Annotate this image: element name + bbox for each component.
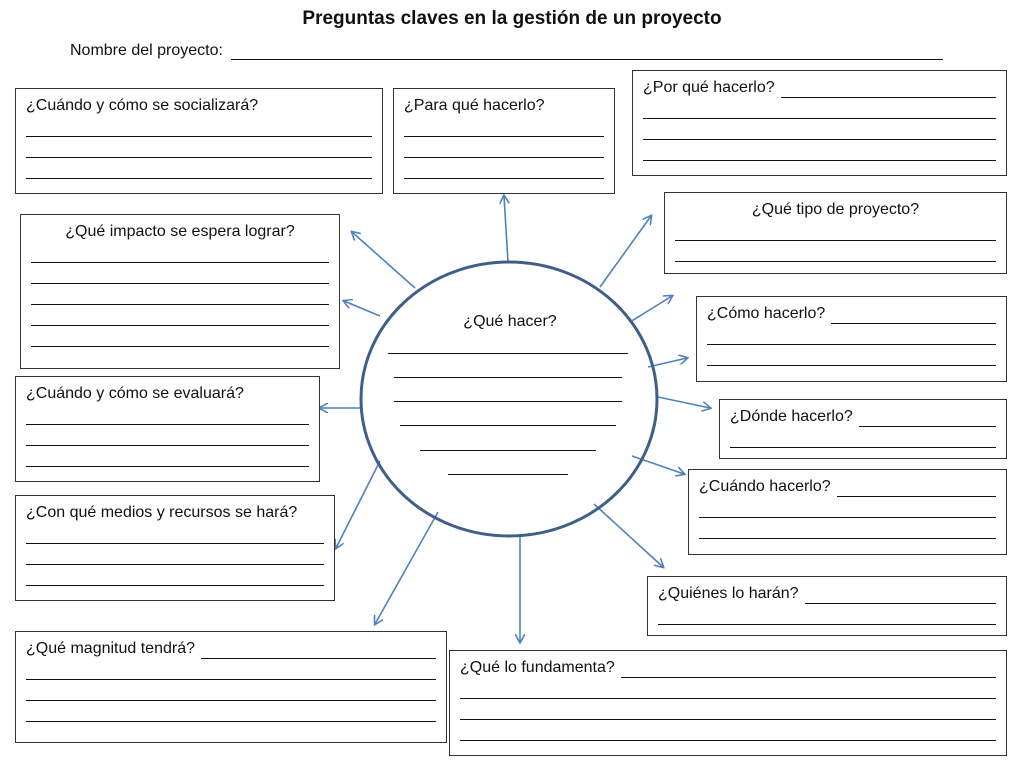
answer-line[interactable] xyxy=(26,116,372,137)
arrow-magnitud xyxy=(375,511,439,624)
page-title: Preguntas claves en la gestión de un pro… xyxy=(302,8,722,29)
answer-line[interactable] xyxy=(658,604,996,625)
center-answer-line[interactable] xyxy=(400,425,616,426)
arrow-para-que xyxy=(504,196,508,263)
arrow-cuando-hacer xyxy=(647,358,687,368)
arrow-impacto-upper xyxy=(352,232,416,289)
box-impacto: ¿Qué impacto se espera lograr? xyxy=(20,214,340,369)
question-por-que: ¿Por qué hacerlo? xyxy=(643,77,996,98)
answer-line-inline[interactable] xyxy=(620,663,996,678)
answer-line[interactable] xyxy=(26,446,309,467)
arrow-quienes xyxy=(593,503,663,567)
answer-line[interactable] xyxy=(31,305,329,326)
question-medios: ¿Con qué medios y recursos se hará? xyxy=(26,504,298,521)
question-como: ¿Cómo hacerlo? xyxy=(707,303,996,324)
project-name-label: Nombre del proyecto: xyxy=(70,42,223,59)
question-evaluara: ¿Cuándo y cómo se evaluará? xyxy=(26,385,244,402)
answer-line-inline[interactable] xyxy=(831,309,996,324)
box-magnitud: ¿Qué magnitud tendrá? xyxy=(15,631,447,743)
box-donde: ¿Dónde hacerlo? xyxy=(719,399,1007,459)
question-magnitud: ¿Qué magnitud tendrá? xyxy=(26,638,436,659)
answer-line-inline[interactable] xyxy=(780,83,996,98)
box-fundamenta: ¿Qué lo fundamenta? xyxy=(449,650,1007,756)
project-name-row: Nombre del proyecto: xyxy=(70,42,943,60)
answer-line[interactable] xyxy=(26,544,324,565)
question-cuando: ¿Cuándo hacerlo? xyxy=(699,476,996,497)
center-answer-line[interactable] xyxy=(448,474,568,475)
center-circle xyxy=(359,260,659,538)
box-para-que: ¿Para qué hacerlo? xyxy=(393,88,615,194)
answer-line[interactable] xyxy=(26,425,309,446)
center-answer-line[interactable] xyxy=(420,450,596,451)
answer-line[interactable] xyxy=(404,116,604,137)
arrow-tipo xyxy=(599,216,651,288)
answer-line[interactable] xyxy=(460,699,996,720)
project-name-field[interactable] xyxy=(230,45,943,60)
answer-line[interactable] xyxy=(31,242,329,263)
answer-line[interactable] xyxy=(26,523,324,544)
answer-line[interactable] xyxy=(675,220,996,241)
center-question: ¿Qué hacer? xyxy=(463,313,557,330)
answer-line[interactable] xyxy=(460,720,996,741)
center-answer-line[interactable] xyxy=(394,377,622,378)
answer-line[interactable] xyxy=(643,140,996,161)
answer-line[interactable] xyxy=(404,137,604,158)
arrow-donde xyxy=(657,396,710,408)
question-para-que: ¿Para qué hacerlo? xyxy=(404,97,545,114)
box-por-que: ¿Por qué hacerlo? xyxy=(632,70,1007,176)
answer-line[interactable] xyxy=(26,565,324,586)
center-answer-line[interactable] xyxy=(388,353,628,354)
answer-line[interactable] xyxy=(26,137,372,158)
answer-line[interactable] xyxy=(643,98,996,119)
answer-line-inline[interactable] xyxy=(201,644,436,659)
question-donde: ¿Dónde hacerlo? xyxy=(730,406,996,427)
answer-line[interactable] xyxy=(460,678,996,699)
answer-line[interactable] xyxy=(26,701,436,722)
question-tipo: ¿Qué tipo de proyecto? xyxy=(751,201,920,218)
box-cuando: ¿Cuándo hacerlo? xyxy=(688,469,1007,555)
arrow-como xyxy=(629,296,672,323)
answer-line[interactable] xyxy=(31,284,329,305)
box-socializara: ¿Cuándo y cómo se socializará? xyxy=(15,88,383,194)
box-tipo: ¿Qué tipo de proyecto? xyxy=(664,192,1007,274)
answer-line[interactable] xyxy=(26,158,372,179)
arrow-medios xyxy=(336,460,381,548)
answer-line[interactable] xyxy=(31,326,329,347)
answer-line[interactable] xyxy=(699,518,996,539)
arrow-impacto-lower xyxy=(344,301,381,317)
center-answer-line[interactable] xyxy=(394,401,622,402)
answer-line[interactable] xyxy=(643,119,996,140)
box-evaluara: ¿Cuándo y cómo se evaluará? xyxy=(15,376,320,482)
answer-line[interactable] xyxy=(730,427,996,448)
answer-line[interactable] xyxy=(707,324,996,345)
question-impacto: ¿Qué impacto se espera lograr? xyxy=(65,223,295,240)
question-fundamenta: ¿Qué lo fundamenta? xyxy=(460,657,996,678)
answer-line[interactable] xyxy=(675,241,996,262)
answer-line[interactable] xyxy=(707,345,996,366)
answer-line[interactable] xyxy=(26,680,436,701)
answer-line-inline[interactable] xyxy=(858,412,996,427)
box-medios: ¿Con qué medios y recursos se hará? xyxy=(15,495,335,601)
answer-line-inline[interactable] xyxy=(804,589,996,604)
question-socializara: ¿Cuándo y cómo se socializará? xyxy=(26,97,259,114)
box-como: ¿Cómo hacerlo? xyxy=(696,296,1007,382)
answer-line[interactable] xyxy=(26,659,436,680)
answer-line[interactable] xyxy=(404,158,604,179)
answer-line[interactable] xyxy=(26,404,309,425)
box-quienes: ¿Quiénes lo harán? xyxy=(647,576,1007,636)
answer-line[interactable] xyxy=(31,263,329,284)
answer-line-inline[interactable] xyxy=(836,482,996,497)
question-quienes: ¿Quiénes lo harán? xyxy=(658,583,996,604)
answer-line[interactable] xyxy=(699,497,996,518)
